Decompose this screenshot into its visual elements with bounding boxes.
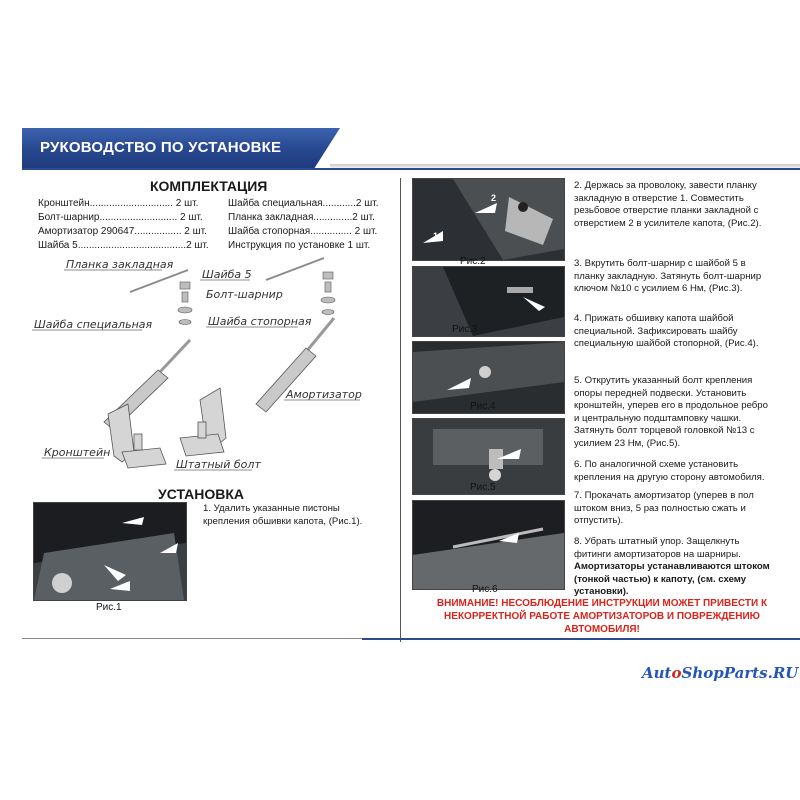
logo-part1: Aut xyxy=(642,664,672,682)
page-title: РУКОВОДСТВО ПО УСТАНОВКЕ xyxy=(40,139,282,156)
label-bolt-sharnir: Болт-шарнир xyxy=(206,288,283,301)
photo-fig4 xyxy=(412,341,565,414)
photo-fig1 xyxy=(33,502,187,601)
logo-part2: ShopParts.RU xyxy=(681,664,799,682)
kit-item: Шайба 5.................................… xyxy=(38,240,209,251)
photo-fig6 xyxy=(412,500,565,590)
step-8-bold: Амортизаторы устанавливаются штоком (тон… xyxy=(574,561,770,598)
footer-rule-left xyxy=(22,638,402,639)
site-logo: AutoShopParts.RU xyxy=(642,664,798,682)
step-1: 1. Удалить указанные пистоны крепления о… xyxy=(203,503,363,527)
label-shtatny-bolt: Штатный болт xyxy=(176,458,261,471)
step-6: 6. По аналогичной схеме установить крепл… xyxy=(574,459,765,483)
caption-fig4: Рис.4 xyxy=(470,401,496,412)
header-rule xyxy=(22,168,800,170)
fig2-mark-1: 1 xyxy=(433,231,438,241)
label-planka: Планка закладная xyxy=(66,258,174,271)
step-3: 3. Вкрутить болт-шарнир с шайбой 5 в пла… xyxy=(574,258,762,295)
caption-fig3: Рис.3 xyxy=(452,324,478,335)
step-5: 5. Открутить указанный болт крепления оп… xyxy=(574,375,768,449)
photo-fig5 xyxy=(412,418,565,495)
kit-item: Болт-шарнир............................ … xyxy=(38,212,203,223)
label-shaiba-spec: Шайба специальная xyxy=(34,318,153,331)
kit-item: Шайба специальная............2 шт. xyxy=(228,198,379,209)
label-amortizator: Амортизатор xyxy=(285,388,362,401)
caption-fig5: Рис.5 xyxy=(470,482,496,493)
installation-diagram: Планка закладная Шайба 5 Болт-шарнир Шай… xyxy=(32,257,362,471)
install-title: УСТАНОВКА xyxy=(158,486,245,502)
warning-text: ВНИМАНИЕ! НЕСОБЛЮДЕНИЕ ИНСТРУКЦИИ МОЖЕТ … xyxy=(436,598,768,635)
step-2: 2. Держась за проволоку, завести планку … xyxy=(574,180,762,229)
kit-item: Шайба стопорная............... 2 шт. xyxy=(228,226,378,237)
caption-fig6: Рис.6 xyxy=(472,584,498,595)
step-7: 7. Прокачать амортизатор (уперев в пол ш… xyxy=(574,490,754,527)
step-8-text: 8. Убрать штатный упор. Защелкнуть фитин… xyxy=(574,536,741,560)
label-shaiba-stop: Шайба стопорная xyxy=(208,315,312,328)
fig2-mark-2: 2 xyxy=(491,193,496,203)
footer-rule-right xyxy=(362,638,800,640)
logo-mark: o xyxy=(671,664,682,682)
header-banner xyxy=(22,128,340,168)
label-shaiba5: Шайба 5 xyxy=(202,268,252,281)
kit-item: Кронштейн.............................. … xyxy=(38,198,199,209)
caption-fig2: Рис.2 xyxy=(460,256,486,267)
step-8: 8. Убрать штатный упор. Защелкнуть фитин… xyxy=(574,536,774,599)
column-divider xyxy=(400,178,401,642)
label-kronshtein: Кронштейн xyxy=(44,446,110,459)
photo-fig3 xyxy=(412,266,565,337)
step-4: 4. Прижать обшивку капота шайбой специал… xyxy=(574,313,759,350)
kit-item: Амортизатор 290647................. 2 шт… xyxy=(38,226,207,237)
photo-fig2: 2 1 xyxy=(412,178,565,261)
kit-item: Инструкция по установке 1 шт. xyxy=(228,240,371,251)
kit-item: Планка закладная..............2 шт. xyxy=(228,212,375,223)
caption-fig1: Рис.1 xyxy=(96,602,122,613)
kit-title: КОМПЛЕКТАЦИЯ xyxy=(150,178,268,194)
banner-shadow xyxy=(330,164,800,169)
